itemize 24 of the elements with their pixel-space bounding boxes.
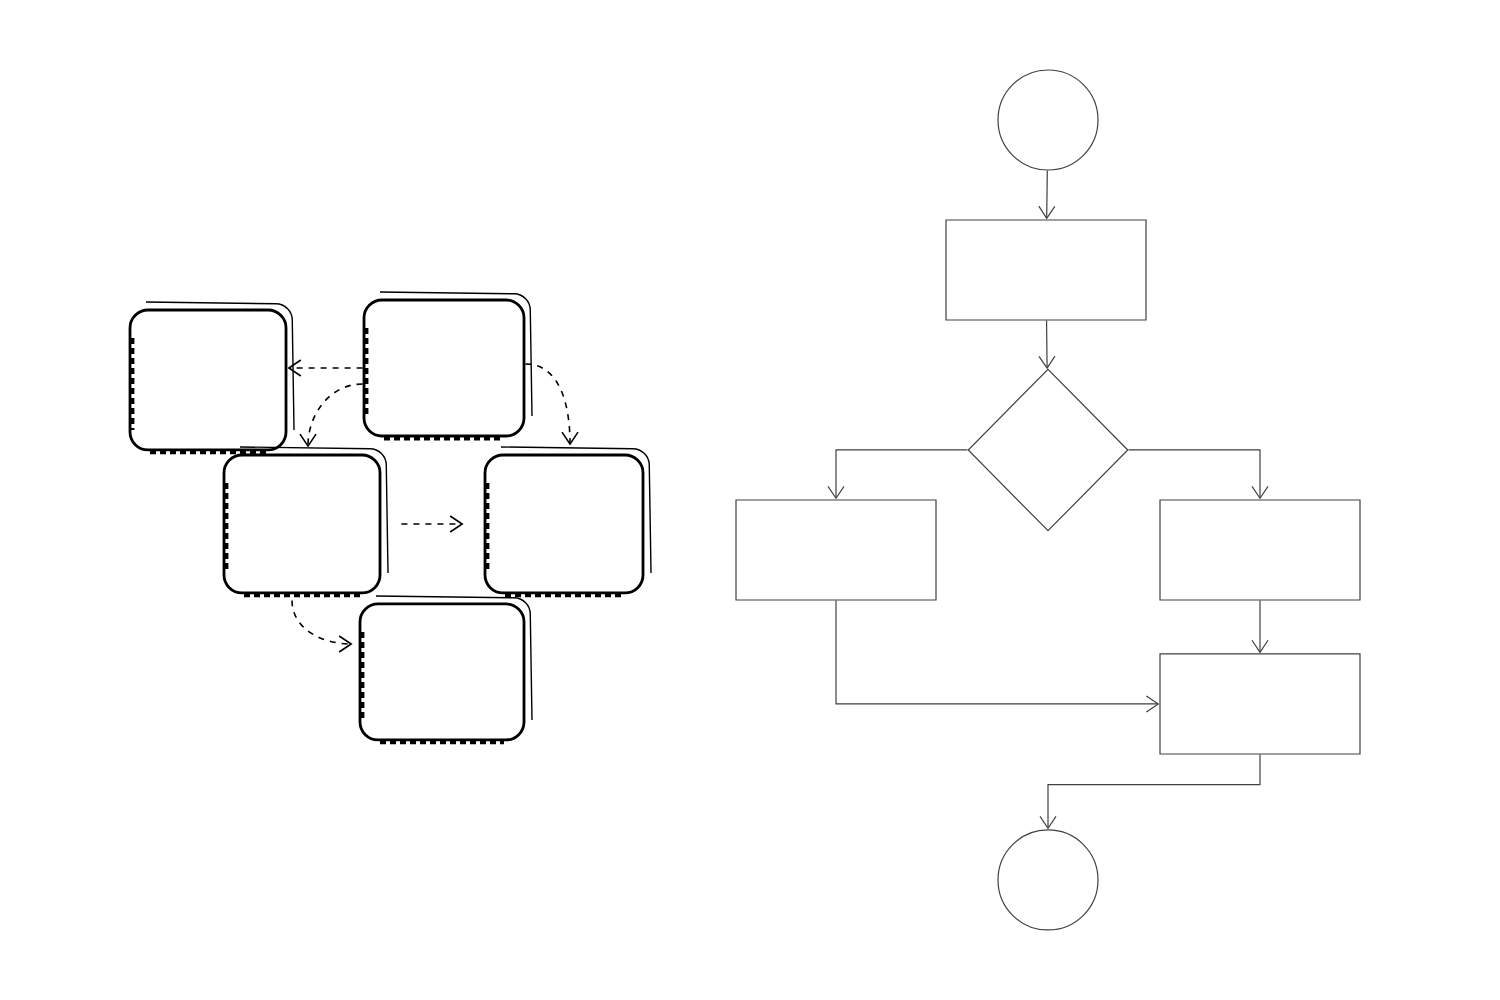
arrow	[1038, 319, 1056, 370]
arrow	[1038, 170, 1056, 220]
arrow	[299, 383, 364, 448]
arrow	[1128, 449, 1269, 500]
terminal-circle	[997, 829, 1099, 931]
decision-diamond	[967, 368, 1129, 532]
terminal-circle	[997, 69, 1099, 171]
sketch-box	[358, 595, 533, 745]
arrow	[291, 599, 353, 653]
arrow	[835, 599, 1160, 713]
sketch-box	[483, 446, 652, 598]
sketch-box	[362, 291, 533, 441]
sketch-box	[128, 301, 295, 455]
arrow	[1039, 753, 1261, 830]
process-box	[735, 499, 937, 601]
process-box	[945, 219, 1147, 321]
sketch-box	[222, 446, 389, 598]
arrow	[827, 449, 968, 500]
process-box	[1159, 653, 1361, 755]
arrow	[287, 359, 364, 377]
process-box	[1159, 499, 1361, 601]
arrow	[1251, 599, 1269, 654]
arrow	[400, 515, 464, 533]
arrow	[524, 363, 579, 446]
